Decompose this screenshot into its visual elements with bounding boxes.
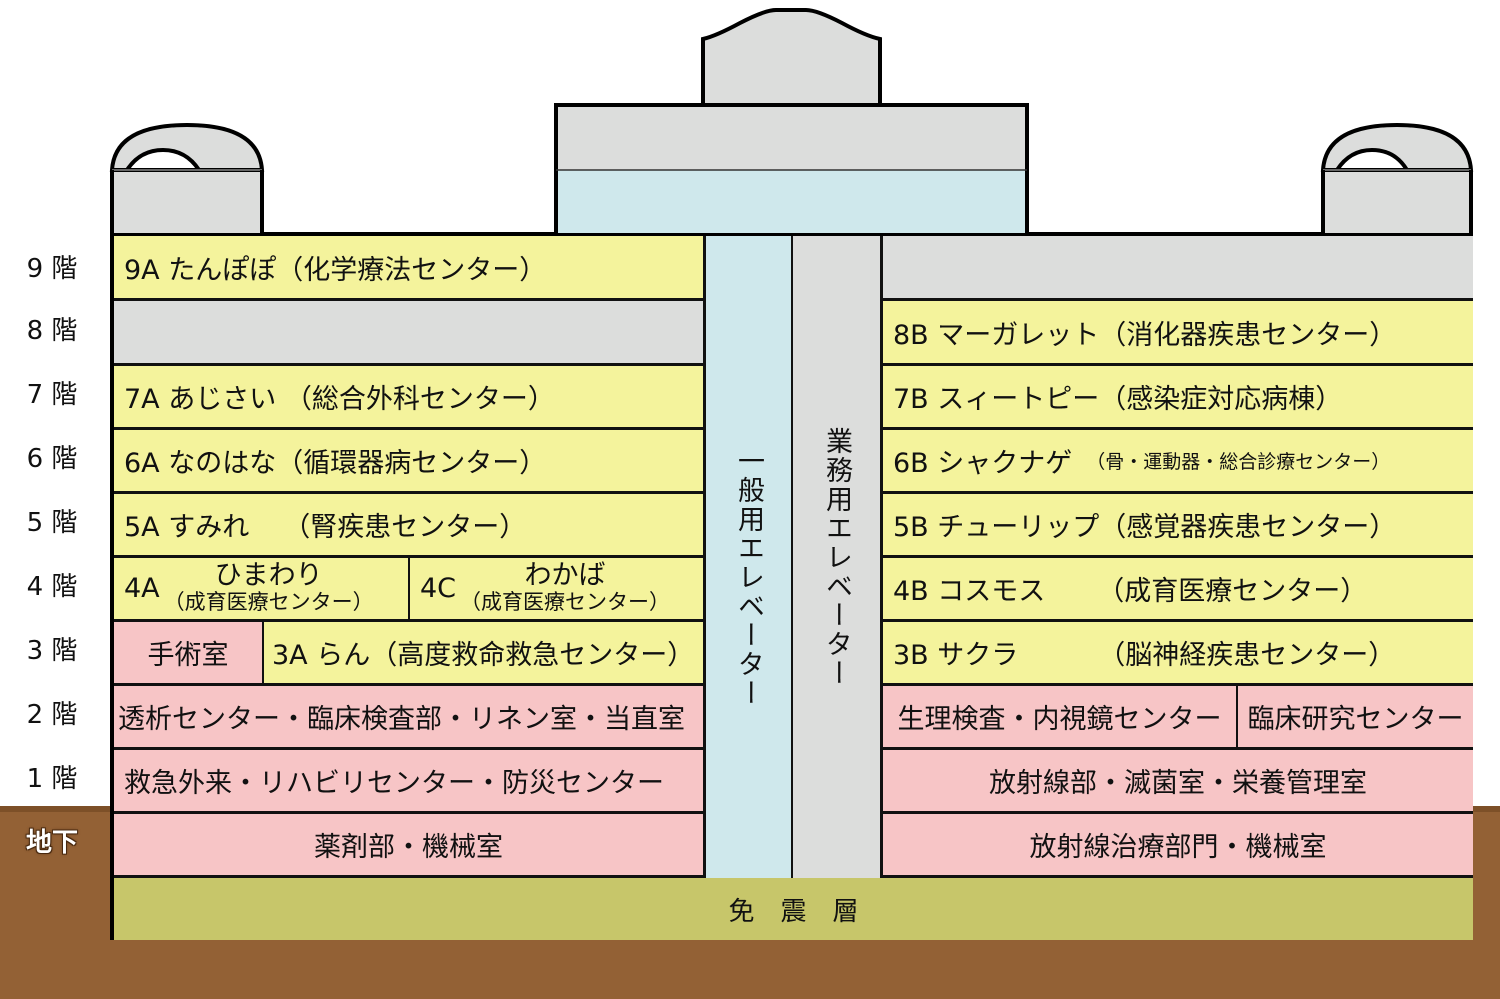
ward-7b-label: 7B スィートピー（感染症対応病棟） [893, 384, 1343, 415]
ward-5a[interactable]: 5A すみれ （腎疾患センター） [114, 494, 703, 558]
ward-7a-label: 7A あじさい （総合外科センター） [124, 384, 555, 415]
ward-6a[interactable]: 6A なのはな（循環器病センター） [114, 430, 703, 494]
floor-2-west-label: 透析センター・臨床検査部・リネン室・当直室 [118, 704, 685, 735]
ward-3b-center: （脳神経疾患センター） [1098, 640, 1396, 671]
ward-8b-label: 8B マーガレット（消化器疾患センター） [893, 319, 1397, 351]
floor-label-3: 3 階 [26, 636, 78, 666]
floor-label-4: 4 階 [26, 572, 78, 602]
ward-6a-label: 6A なのはな（循環器病センター） [124, 448, 547, 479]
service-elevator-label: 業務用エレベーター [821, 426, 852, 688]
ward-4c-center: （成育医療センター） [460, 589, 671, 614]
physiology-endoscopy[interactable]: 生理検査・内視鏡センター [883, 686, 1238, 750]
ward-7b[interactable]: 7B スィートピー（感染症対応病棟） [883, 366, 1473, 430]
ward-4c[interactable]: 4C わかば （成育医療センター） [410, 558, 703, 622]
floor-label-8: 8 階 [26, 316, 78, 346]
left-roof-tower [109, 122, 265, 236]
general-elevator[interactable]: 一般用エレベーター [703, 236, 793, 878]
ward-4b-code: 4B コスモス [893, 576, 1046, 607]
central-penthouse [554, 8, 1029, 236]
basement-east[interactable]: 放射線治療部門・機械室 [883, 814, 1473, 878]
floor-label-basement: 地下 [25, 828, 78, 858]
basement-east-label: 放射線治療部門・機械室 [1029, 832, 1327, 863]
operating-room-label: 手術室 [147, 640, 229, 671]
ward-4a[interactable]: 4A ひまわり （成育医療センター） [114, 558, 410, 622]
ward-4c-code: 4C [420, 573, 457, 604]
ward-4a-center: （成育医療センター） [163, 589, 374, 614]
ward-7a[interactable]: 7A あじさい （総合外科センター） [114, 366, 703, 430]
basement-west-label: 薬剤部・機械室 [314, 832, 503, 863]
floor-8-west-empty [114, 301, 703, 366]
seismic-isolation-layer: 免 震 層 [114, 878, 1473, 940]
ward-5b[interactable]: 5B チューリップ（感覚器疾患センター） [883, 494, 1473, 558]
floor-2-west[interactable]: 透析センター・臨床検査部・リネン室・当直室 [114, 686, 703, 750]
clinical-research[interactable]: 臨床研究センター [1238, 686, 1473, 750]
seismic-isolation-label: 免 震 層 [728, 896, 859, 927]
ward-4a-name: ひまわり [214, 559, 323, 591]
ward-8b[interactable]: 8B マーガレット（消化器疾患センター） [883, 301, 1473, 366]
floor-1-west[interactable]: 救急外来・リハビリセンター・防災センター [114, 750, 703, 814]
ward-3b-code: 3B サクラ [893, 640, 1019, 671]
physiology-endoscopy-label: 生理検査・内視鏡センター [897, 704, 1222, 735]
operating-room[interactable]: 手術室 [114, 622, 264, 686]
floor-label-2: 2 階 [26, 700, 78, 730]
floor-label-5: 5 階 [26, 508, 78, 538]
ward-4a-code: 4A [124, 573, 160, 604]
floor-label-1: 1 階 [26, 764, 78, 794]
ward-6b[interactable]: 6B シャクナゲ （骨・運動器・総合診療センター） [883, 430, 1473, 494]
basement-west[interactable]: 薬剤部・機械室 [114, 814, 703, 878]
ward-6b-code: 6B シャクナゲ [893, 448, 1073, 479]
ward-4b[interactable]: 4B コスモス （成育医療センター） [883, 558, 1473, 622]
floor-9-east-empty [883, 236, 1473, 301]
ward-9a-label: 9A たんぽぽ（化学療法センター） [124, 254, 547, 286]
ward-3b[interactable]: 3B サクラ （脳神経疾患センター） [883, 622, 1473, 686]
right-roof-tower [1320, 122, 1474, 236]
floor-1-east-label: 放射線部・滅菌室・栄養管理室 [989, 768, 1367, 799]
floor-1-east[interactable]: 放射線部・滅菌室・栄養管理室 [883, 750, 1473, 814]
ward-5a-code: 5A すみれ [124, 512, 250, 543]
ward-4c-name: わかば [524, 559, 606, 591]
ward-5a-center: （腎疾患センター） [283, 512, 527, 543]
ward-6b-center: （骨・運動器・総合診療センター） [1086, 451, 1391, 473]
floor-1-west-label: 救急外来・リハビリセンター・防災センター [124, 768, 664, 799]
ward-4b-center: （成育医療センター） [1097, 576, 1368, 607]
floor-label-9: 9 階 [26, 254, 78, 284]
roof-structures [109, 8, 1474, 236]
ward-5b-label: 5B チューリップ（感覚器疾患センター） [893, 512, 1397, 543]
ward-3a-label: 3A らん（高度救命救急センター） [272, 640, 695, 671]
floor-label-6: 6 階 [26, 444, 78, 474]
ward-9a[interactable]: 9A たんぽぽ（化学療法センター） [114, 236, 703, 301]
building-section: 9A たんぽぽ（化学療法センター） 7A あじさい （総合外科センター） 6A … [110, 233, 1473, 940]
clinical-research-label: 臨床研究センター [1247, 704, 1464, 735]
floor-label-7: 7 階 [26, 380, 78, 410]
service-elevator[interactable]: 業務用エレベーター [793, 236, 883, 878]
general-elevator-label: 一般用エレベーター [733, 446, 764, 708]
ward-3a[interactable]: 3A らん（高度救命救急センター） [264, 622, 703, 686]
